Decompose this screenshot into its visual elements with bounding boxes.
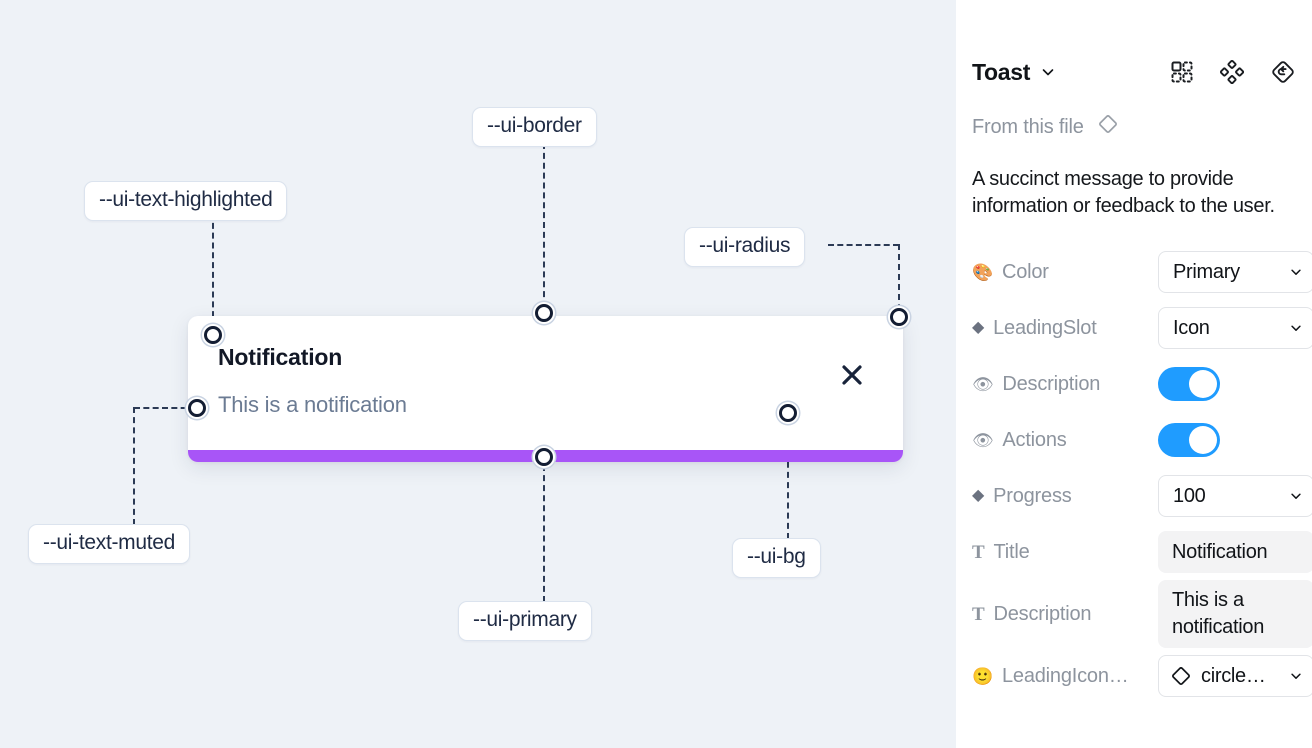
from-this-file-row[interactable]: From this file	[972, 112, 1296, 142]
annotation-pill-ui-radius[interactable]: --ui-radius	[684, 227, 806, 267]
eye-emoji-icon: 👁	[972, 430, 994, 450]
panel-header-actions	[1170, 59, 1296, 85]
property-row-leadingslot: ◆ LeadingSlot Icon	[972, 300, 1312, 356]
property-name: LeadingIcon…	[1001, 664, 1129, 687]
property-row-leadingicon: 🙂 LeadingIcon… circle…	[972, 648, 1312, 704]
annotation-pill-ui-text-highlighted[interactable]: --ui-text-highlighted	[84, 181, 288, 221]
anchor-dot-ui-text-muted[interactable]	[188, 399, 206, 417]
connector-ui-radius-horizontal	[828, 244, 899, 246]
connector-ui-text-highlighted	[212, 213, 214, 327]
leadingslot-select-value: Icon	[1173, 316, 1210, 339]
reset-instance-icon[interactable]	[1270, 59, 1296, 85]
property-control-leadingicon: circle…	[1158, 655, 1312, 697]
actions-toggle[interactable]	[1158, 423, 1220, 457]
property-label-actions: 👁 Actions	[972, 429, 1158, 452]
toggle-knob	[1189, 426, 1217, 454]
toggle-knob	[1189, 370, 1217, 398]
property-name: LeadingSlot	[993, 316, 1097, 339]
connector-ui-bg	[787, 421, 789, 539]
property-control-description	[1158, 367, 1296, 401]
leadingicon-select[interactable]: circle…	[1158, 655, 1312, 697]
diamond-icon	[1169, 664, 1193, 688]
annotation-pill-ui-border[interactable]: --ui-border	[472, 107, 597, 147]
annotation-pill-ui-text-muted[interactable]: --ui-text-muted	[28, 524, 191, 564]
property-control-leadingslot: Icon	[1158, 307, 1312, 349]
annotation-pill-ui-primary[interactable]: --ui-primary	[458, 601, 592, 641]
property-row-description-toggle: 👁 Description	[972, 356, 1296, 412]
property-row-description-text: T Description This is a notification	[972, 580, 1312, 648]
property-name: Actions	[1002, 428, 1067, 451]
property-label-progress: ◆ Progress	[972, 485, 1158, 508]
color-select[interactable]: Primary	[1158, 251, 1312, 293]
property-name: Description	[1002, 372, 1101, 395]
from-this-file-label: From this file	[972, 115, 1084, 138]
property-name: Progress	[993, 484, 1072, 507]
leadingicon-select-value: circle…	[1201, 664, 1266, 687]
property-control-color: Primary	[1158, 251, 1312, 293]
diamond-icon	[1096, 112, 1120, 142]
toast-description: This is a notification	[218, 392, 407, 417]
design-canvas[interactable]: Notification This is a notification --ui…	[0, 0, 956, 748]
text-glyph-icon: T	[972, 603, 985, 625]
color-select-value: Primary	[1173, 260, 1240, 283]
eye-emoji-icon: 👁	[972, 374, 994, 394]
description-toggle[interactable]	[1158, 367, 1220, 401]
variants-diamond-icon[interactable]	[1220, 60, 1244, 84]
component-set-icon[interactable]	[1170, 60, 1194, 84]
chevron-down-icon	[1289, 265, 1303, 279]
property-label-title: T Title	[972, 541, 1158, 564]
annotation-pill-ui-bg[interactable]: --ui-bg	[732, 538, 821, 578]
title-input[interactable]: Notification	[1158, 531, 1312, 573]
property-row-actions-toggle: 👁 Actions	[972, 412, 1296, 468]
toast-component-preview[interactable]: Notification This is a notification	[188, 316, 903, 462]
property-name: Description	[993, 602, 1092, 625]
property-row-title: T Title Notification	[972, 524, 1312, 580]
connector-ui-radius-vertical	[898, 244, 900, 310]
connector-ui-border	[543, 143, 545, 307]
property-row-progress: ◆ Progress 100	[972, 468, 1312, 524]
close-icon[interactable]	[839, 362, 865, 388]
anchor-dot-ui-bg[interactable]	[779, 404, 797, 422]
anchor-dot-ui-border[interactable]	[535, 304, 553, 322]
property-label-leadingicon: 🙂 LeadingIcon…	[972, 665, 1158, 688]
chevron-down-icon[interactable]	[1040, 64, 1056, 80]
connector-ui-primary	[543, 465, 545, 602]
connector-ui-text-muted-vertical	[133, 407, 135, 525]
anchor-dot-ui-radius[interactable]	[890, 308, 908, 326]
anchor-dot-ui-primary[interactable]	[535, 448, 553, 466]
property-label-description: 👁 Description	[972, 373, 1158, 396]
property-name: Title	[993, 540, 1030, 563]
connector-ui-text-muted-horizontal	[134, 407, 196, 409]
panel-header: Toast	[972, 48, 1296, 96]
progress-select-value: 100	[1173, 484, 1206, 507]
leadingslot-select[interactable]: Icon	[1158, 307, 1312, 349]
property-control-title: Notification	[1158, 531, 1312, 573]
property-list: 🎨 Color Primary	[972, 244, 1312, 704]
property-label-leadingslot: ◆ LeadingSlot	[972, 317, 1158, 340]
chevron-down-icon	[1289, 669, 1303, 683]
chevron-down-icon	[1289, 489, 1303, 503]
property-label-color: 🎨 Color	[972, 261, 1158, 284]
property-control-actions	[1158, 423, 1296, 457]
toast-title: Notification	[218, 344, 343, 370]
property-label-description-text: T Description	[972, 603, 1158, 626]
diamond-icon: ◆	[972, 319, 985, 336]
chevron-down-icon	[1289, 321, 1303, 335]
properties-panel: Toast	[956, 0, 1312, 748]
description-input[interactable]: This is a notification	[1158, 580, 1312, 648]
text-glyph-icon: T	[972, 541, 985, 563]
component-description: A succinct message to provide informatio…	[972, 168, 1275, 217]
palette-emoji-icon: 🎨	[972, 262, 993, 282]
progress-select[interactable]: 100	[1158, 475, 1312, 517]
property-control-description-text: This is a notification	[1158, 580, 1312, 648]
diamond-icon: ◆	[972, 487, 985, 504]
page-title: Toast	[972, 58, 1031, 85]
property-name: Color	[1001, 260, 1049, 283]
property-row-color: 🎨 Color Primary	[972, 244, 1312, 300]
smiley-emoji-icon: 🙂	[972, 666, 993, 686]
property-control-progress: 100	[1158, 475, 1312, 517]
anchor-dot-ui-text-highlighted[interactable]	[204, 326, 222, 344]
